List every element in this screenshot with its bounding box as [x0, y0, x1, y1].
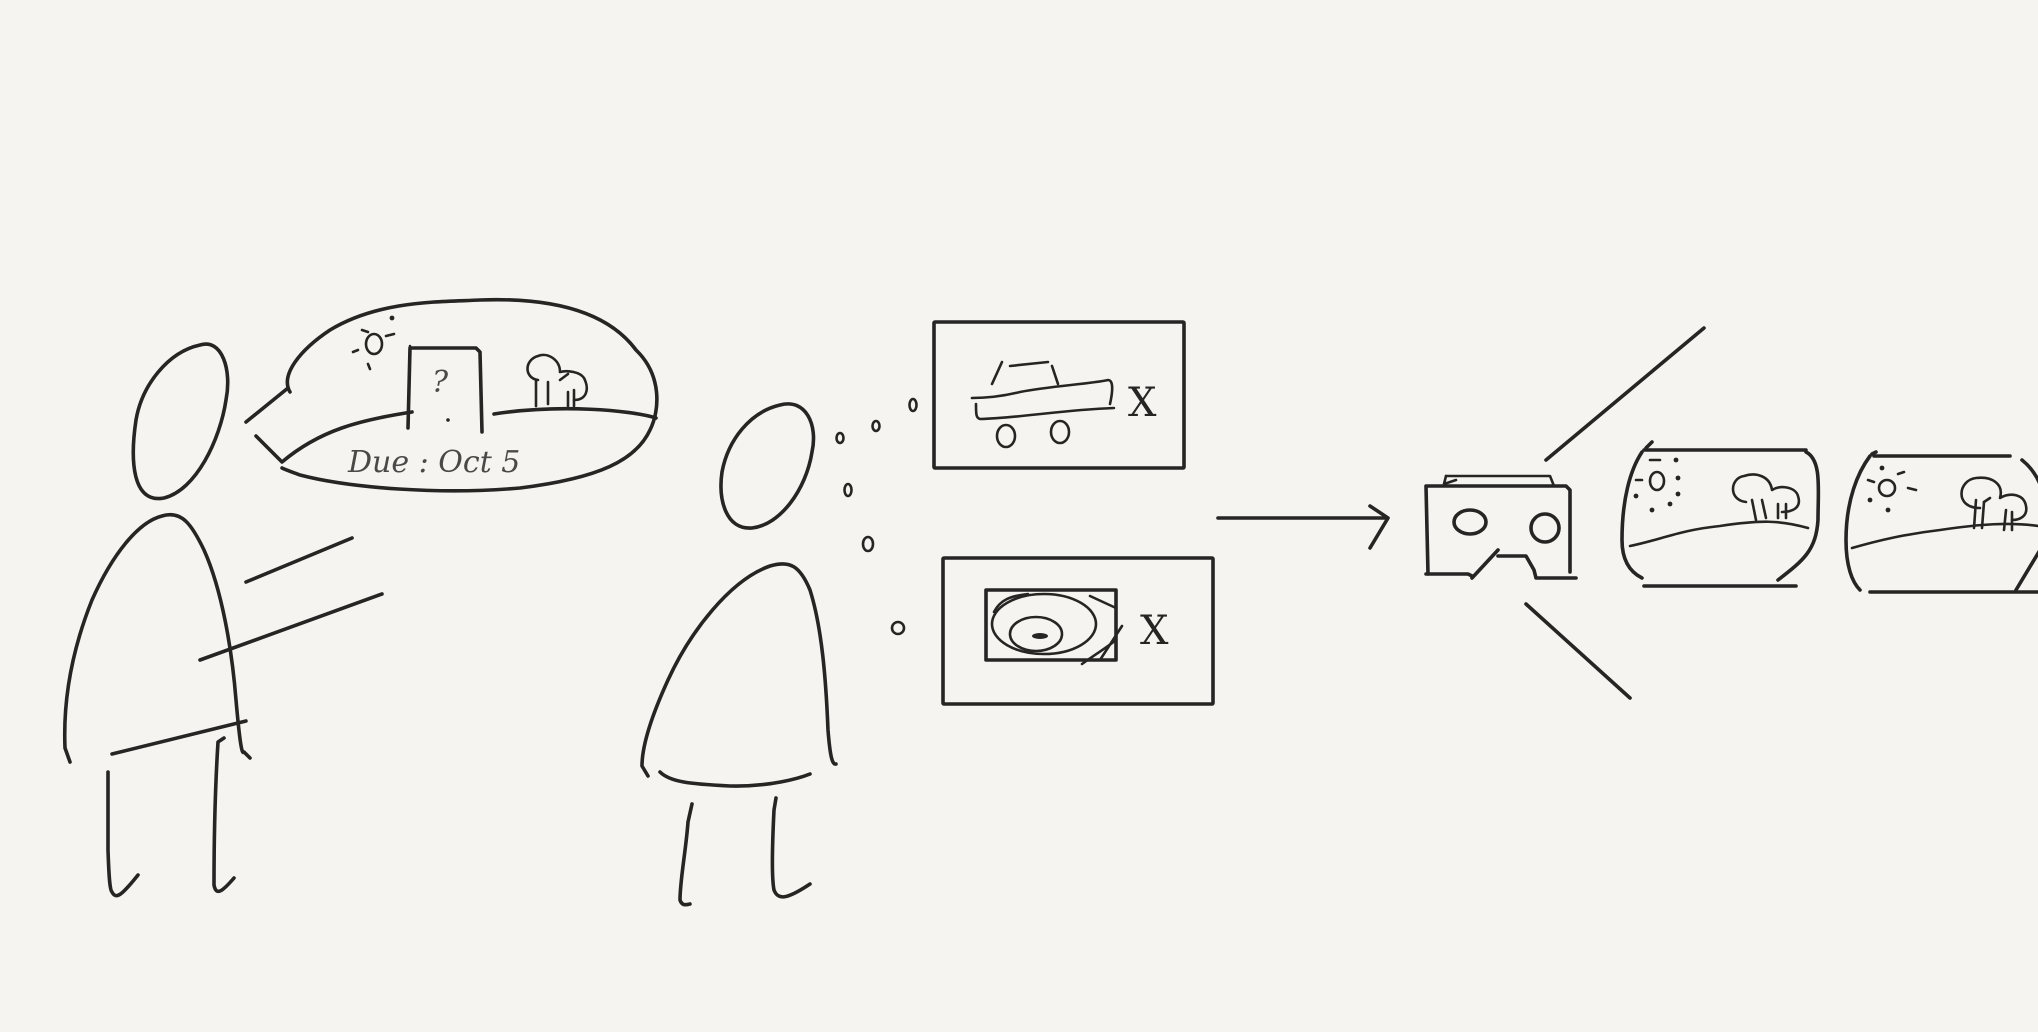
designer-waist	[658, 770, 812, 788]
motion-stroke-2	[198, 592, 384, 662]
designer-figure	[640, 402, 838, 907]
vinyl-record-icon	[984, 588, 1124, 666]
camera-icon	[1424, 326, 1706, 700]
motion-stroke-1	[244, 536, 354, 584]
motion-stroke-3	[110, 719, 248, 756]
projection-beam-upper	[1544, 326, 1706, 462]
bubble-tail-lower	[254, 410, 414, 464]
designer-leg-right	[770, 796, 812, 899]
designer-body	[640, 562, 838, 778]
tree-icon	[1960, 476, 2028, 532]
tree-icon	[1731, 473, 1801, 522]
ground-line	[492, 406, 658, 420]
mystery-symbol: ?	[432, 365, 449, 400]
due-date-label: Due : Oct 5	[347, 445, 520, 480]
client-leg-left	[106, 770, 140, 898]
designer-leg-left	[678, 802, 694, 907]
client-head	[131, 342, 230, 501]
client-body	[62, 512, 252, 764]
frame-scene-1	[1620, 440, 1821, 588]
sun-icon	[351, 315, 396, 371]
option-car-card: X	[932, 320, 1186, 470]
tree-icon	[526, 353, 588, 408]
client-leg-right	[212, 736, 236, 894]
bubble-tail-upper	[244, 386, 290, 424]
car-icon	[970, 360, 1116, 449]
projection-beam-lower	[1524, 602, 1632, 700]
reject-mark-vinyl: X	[1140, 608, 1169, 654]
mystery-door: ?	[406, 344, 484, 434]
frame-scene-2	[1844, 450, 2038, 594]
designer-head	[719, 402, 816, 530]
sun-icon	[1633, 457, 1681, 513]
sun-icon	[1866, 465, 1918, 513]
bubble-outline	[280, 297, 659, 493]
arrow-right-icon	[1216, 504, 1390, 550]
reject-mark-car: X	[1128, 380, 1157, 426]
option-vinyl-card: X	[941, 556, 1215, 706]
thought-trail	[835, 397, 918, 636]
client-figure	[62, 342, 384, 898]
speech-bubble: ? Due : Oct 5	[244, 297, 659, 493]
